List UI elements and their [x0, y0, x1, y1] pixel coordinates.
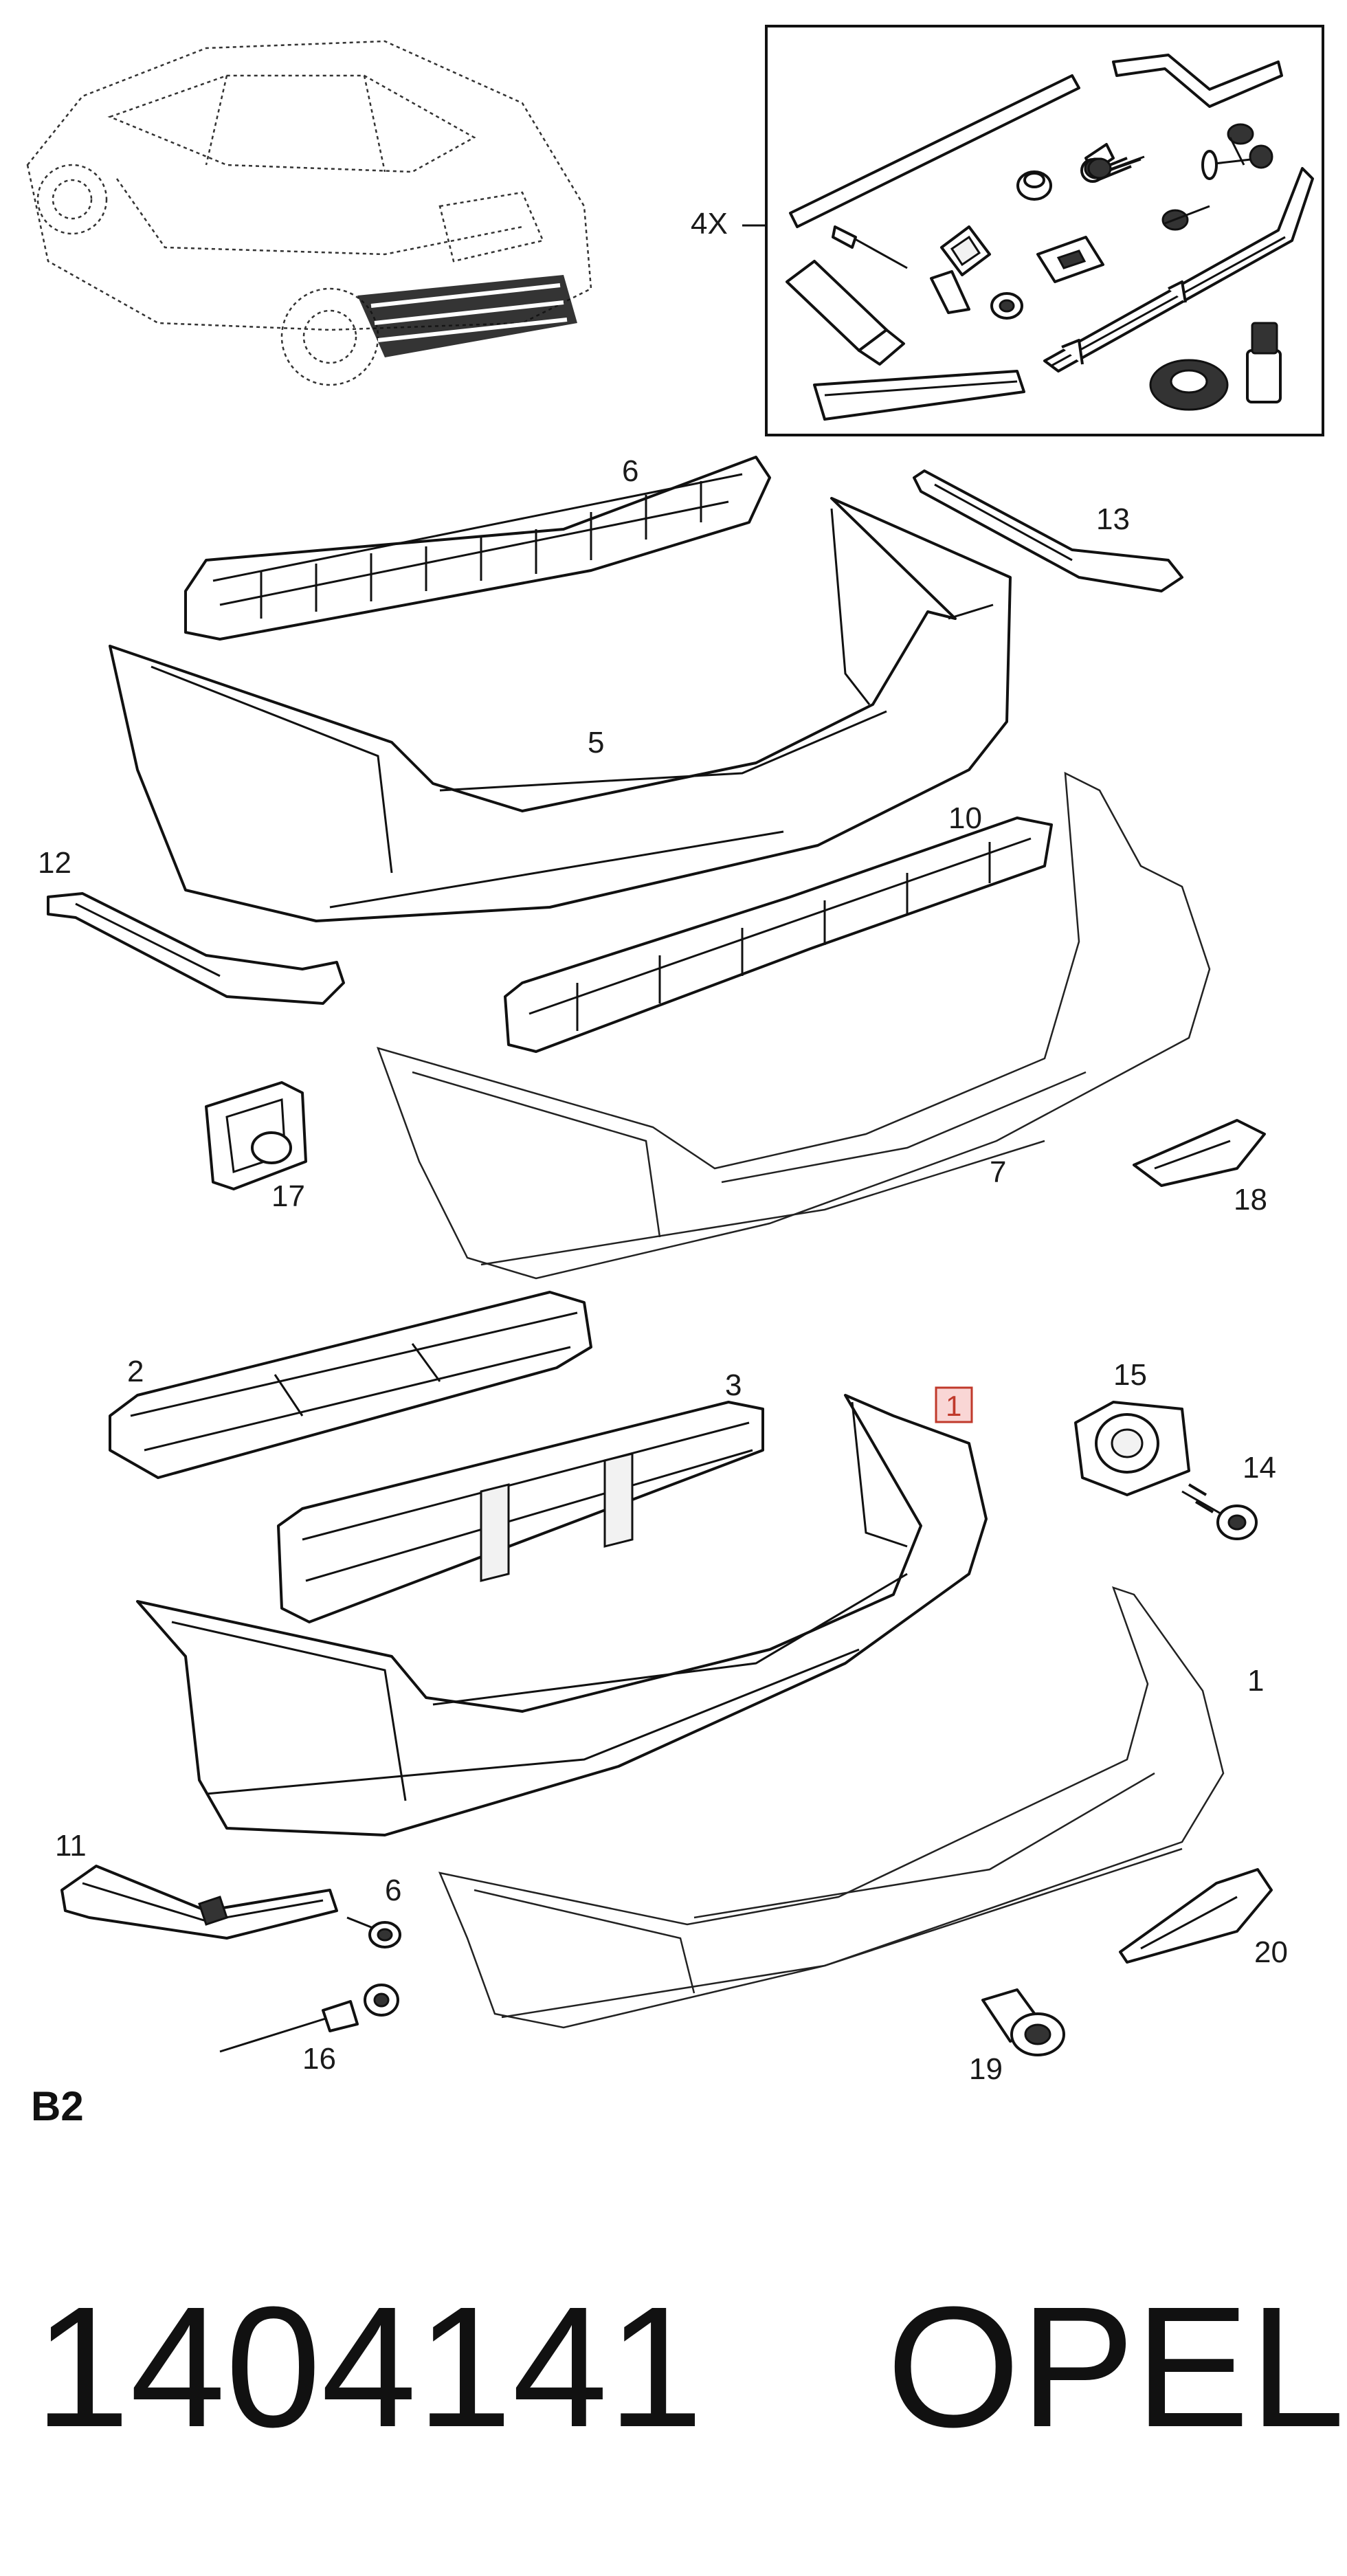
section-label: B2	[31, 2083, 84, 2129]
part-11-bracket	[60, 1865, 338, 1940]
kit-adhesive-tube	[786, 260, 905, 366]
callout-15: 16	[302, 2042, 336, 2076]
callout-20: 20	[1254, 1935, 1288, 1969]
part-8-bumper-cover	[376, 771, 1211, 1280]
part-number: 1404141	[34, 2271, 703, 2463]
part-3-impact-absorber	[277, 1401, 764, 1623]
kit-primer-bottle	[1246, 322, 1282, 403]
part-15-rivet	[219, 1984, 399, 2053]
callout-13: 13	[1096, 502, 1130, 536]
callout-6: 6	[385, 1874, 401, 1907]
callout-labels: 6 13 5 12 10 17 7 18 2 15 3 1 14 1 11 6 …	[38, 454, 1288, 2086]
kit-rivet-pin	[1201, 144, 1273, 180]
part-2-bumper-cover	[438, 1586, 1225, 2029]
kit-strip-bent	[1112, 54, 1283, 108]
kit-nut	[990, 292, 1023, 320]
callout-7: 5	[588, 726, 604, 759]
part-9-impact-absorber	[184, 456, 771, 641]
part-6-screw	[346, 1916, 401, 1948]
callout-9: 6	[622, 454, 638, 488]
part-19-clip	[1133, 1119, 1266, 1187]
accessory-kit-box: 4X	[691, 25, 1324, 436]
kit-screw-icon-2	[1227, 123, 1254, 166]
kit-screw-icon-3	[1161, 205, 1210, 231]
part-16-sensor-housing	[1074, 1401, 1190, 1496]
callout-5: 2	[127, 1355, 144, 1388]
part-14-screw	[1181, 1483, 1258, 1540]
kit-screw-top	[1087, 157, 1112, 179]
kit-strip-long	[789, 74, 1080, 228]
part-7-bumper-cover	[109, 497, 1012, 922]
part-5-impact-absorber	[109, 1291, 592, 1479]
kit-quantity-label: 4X	[691, 207, 728, 241]
part-10-impact-absorber	[504, 817, 1053, 1053]
brand-name: OPEL	[887, 2271, 1345, 2463]
callout-16: 15	[1113, 1358, 1147, 1392]
part-13-bracket-right	[913, 469, 1183, 592]
callout-11: 11	[55, 1829, 87, 1863]
kit-spoiler-strip	[1043, 167, 1314, 373]
callout-18: 17	[271, 1179, 305, 1213]
callout-8: 7	[990, 1155, 1006, 1189]
callout-17: 19	[969, 2052, 1003, 2086]
kit-lower-strip	[813, 370, 1025, 421]
kit-clip	[940, 225, 991, 276]
part-18-sensor-holder	[205, 1081, 307, 1190]
callout-3: 3	[725, 1368, 742, 1402]
callout-10: 10	[948, 801, 982, 835]
callout-12: 12	[38, 846, 71, 880]
part-1-bumper-cover	[136, 1394, 988, 1836]
kit-trim-tool	[832, 225, 908, 269]
callout-1: 1	[946, 1390, 961, 1422]
kit-applicator	[930, 270, 970, 314]
car-reference-drawing	[26, 40, 592, 386]
kit-tape-roll	[1149, 359, 1229, 411]
part-20-reflector	[1119, 1868, 1273, 1964]
callout-2: 1	[1247, 1664, 1264, 1698]
callout-1-highlight-box: 1	[935, 1386, 973, 1423]
kit-grommet	[1016, 170, 1052, 201]
kit-bracket-plate	[1036, 236, 1104, 283]
part-12-bracket-left	[47, 892, 345, 1005]
callout-14: 14	[1243, 1451, 1276, 1485]
callout-19: 18	[1234, 1183, 1267, 1217]
part-17-push-clip	[981, 1988, 1065, 2056]
